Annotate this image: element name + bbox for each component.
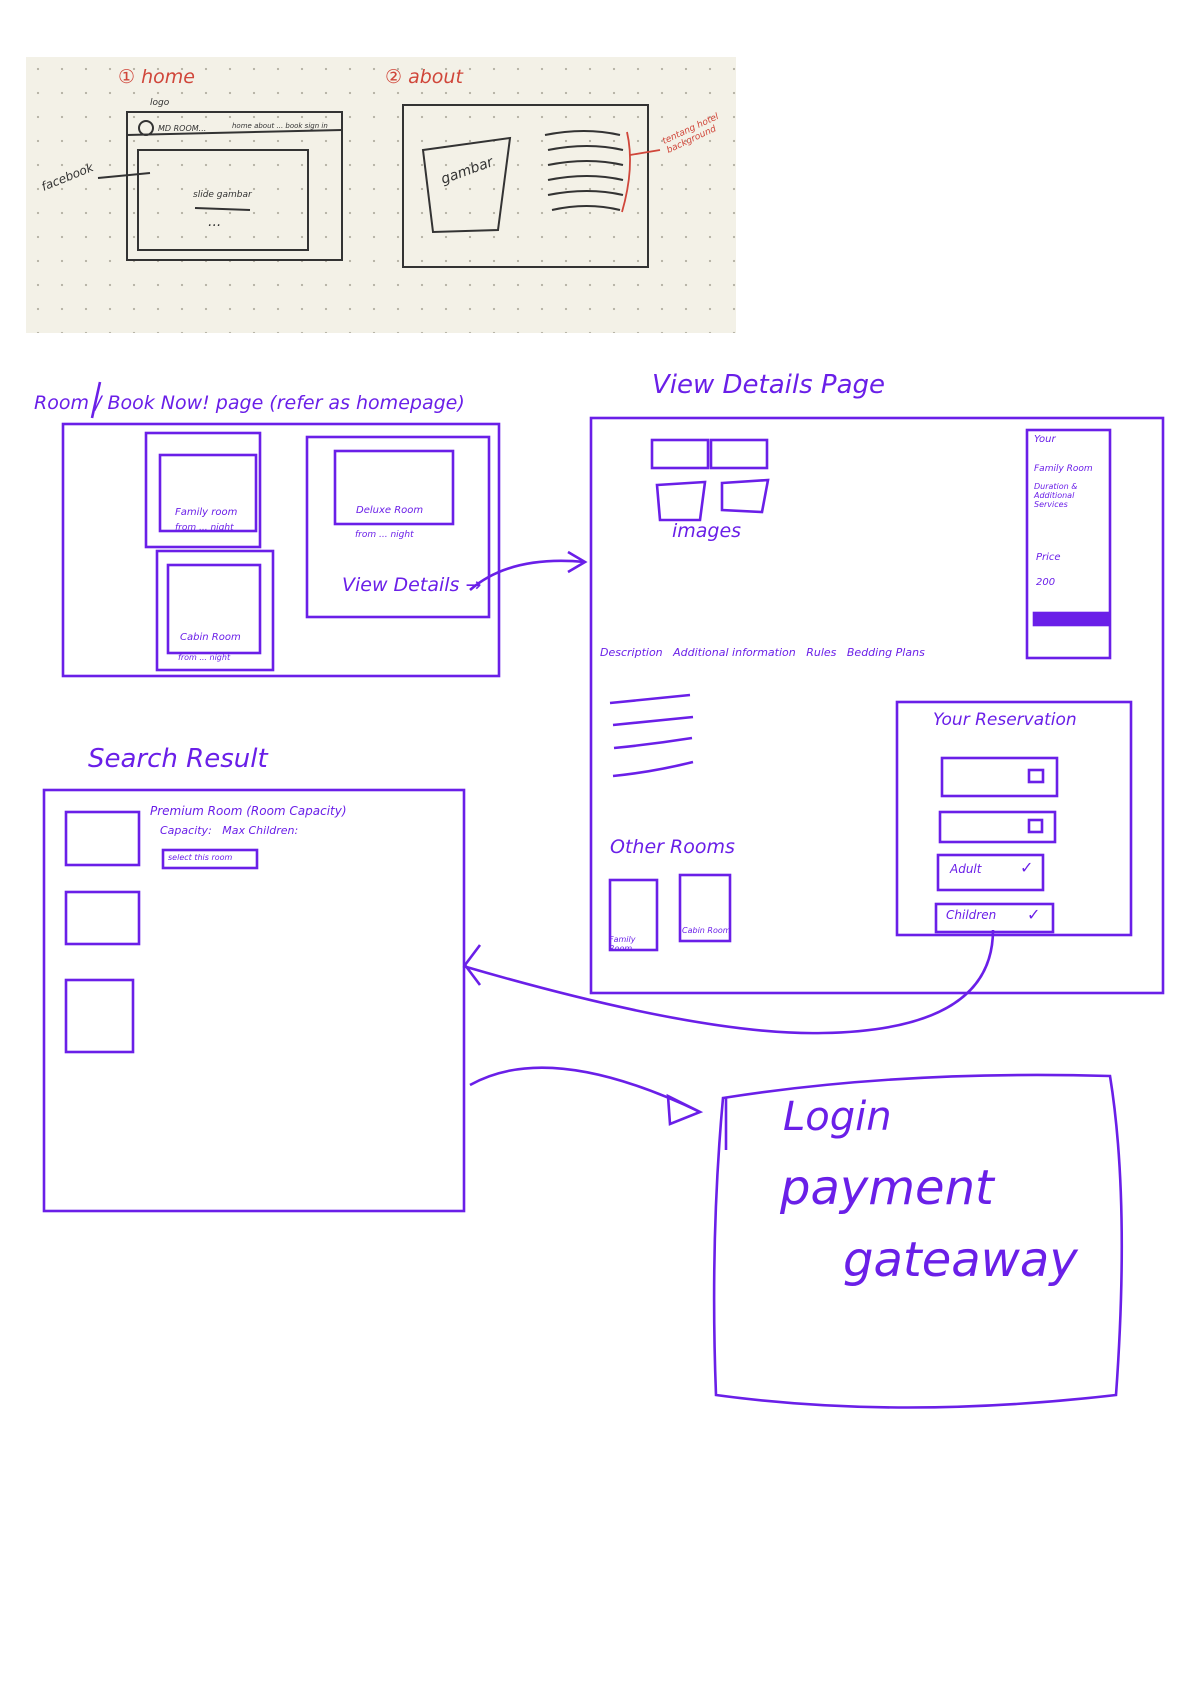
about-image-box (421, 136, 512, 234)
search-result-frame (42, 788, 466, 1213)
search-result-room: Premium Room (Room Capacity) (150, 804, 347, 818)
sidebar-duration: Duration & Additional Services (1034, 482, 1078, 509)
deluxe-room-name: Deluxe Room (356, 505, 424, 516)
family-room-name: Family room (175, 507, 238, 518)
room-page-frame (61, 422, 501, 678)
other-room-cabin[interactable]: Cabin Room (682, 926, 731, 935)
home-slide-area (137, 149, 309, 251)
home-nav-label: home about ... book sign in (232, 122, 328, 130)
login-label: Login (783, 1094, 892, 1140)
details-sidebar (1025, 428, 1112, 660)
sidebar-price-label: Price (1036, 552, 1061, 563)
cabin-room-name: Cabin Room (180, 632, 241, 643)
paper-sketch-background (26, 57, 736, 333)
sidebar-price-value: 200 (1036, 577, 1056, 588)
logo-circle-icon (138, 120, 154, 136)
home-brand-label: MD ROOM... (158, 124, 207, 133)
home-wireframe-frame (126, 111, 343, 261)
other-room-family[interactable]: Family Room (609, 935, 636, 953)
reservation-panel (895, 700, 1133, 937)
room-card-cabin (155, 549, 275, 672)
other-rooms-title: Other Rooms (610, 836, 735, 858)
adult-check-icon[interactable]: ✓ (1020, 858, 1034, 877)
room-page-title: Room / Book Now! page (refer as homepage… (34, 392, 465, 414)
room-card-deluxe (305, 435, 491, 619)
home-logo-label: logo (150, 98, 170, 108)
view-details-link[interactable]: View Details → (342, 574, 482, 596)
details-tabs[interactable]: Description Additional information Rules… (600, 646, 925, 659)
sidebar-room: Family Room (1034, 464, 1093, 474)
home-carousel-label: slide gambar (193, 190, 252, 200)
login-box-frame (712, 1073, 1124, 1409)
reservation-children[interactable]: Children (946, 908, 997, 922)
home-carousel-dots: ... (208, 214, 222, 230)
sidebar-heading: Your (1034, 434, 1056, 445)
family-room-price: from ... night (175, 523, 234, 533)
search-result-title: Search Result (88, 744, 268, 774)
about-wireframe-frame (402, 104, 649, 268)
search-result-capacity: Capacity: Max Children: (160, 824, 299, 837)
deluxe-room-price: from ... night (355, 530, 414, 540)
cabin-room-price: from ... night (178, 653, 231, 662)
home-title: ① home (118, 66, 195, 88)
images-label: images (672, 520, 742, 542)
room-card-family (144, 431, 262, 549)
select-room-button[interactable]: select this room (168, 853, 233, 862)
children-check-icon[interactable]: ✓ (1027, 905, 1041, 924)
reservation-title: Your Reservation (933, 710, 1077, 730)
details-page-frame (589, 416, 1165, 995)
view-details-title: View Details Page (652, 370, 886, 400)
about-title: ② about (385, 66, 463, 88)
sidebar-button (1032, 611, 1110, 627)
gateaway-label: gateaway (843, 1232, 1078, 1288)
payment-label: payment (780, 1160, 994, 1216)
reservation-adult[interactable]: Adult (950, 862, 982, 876)
